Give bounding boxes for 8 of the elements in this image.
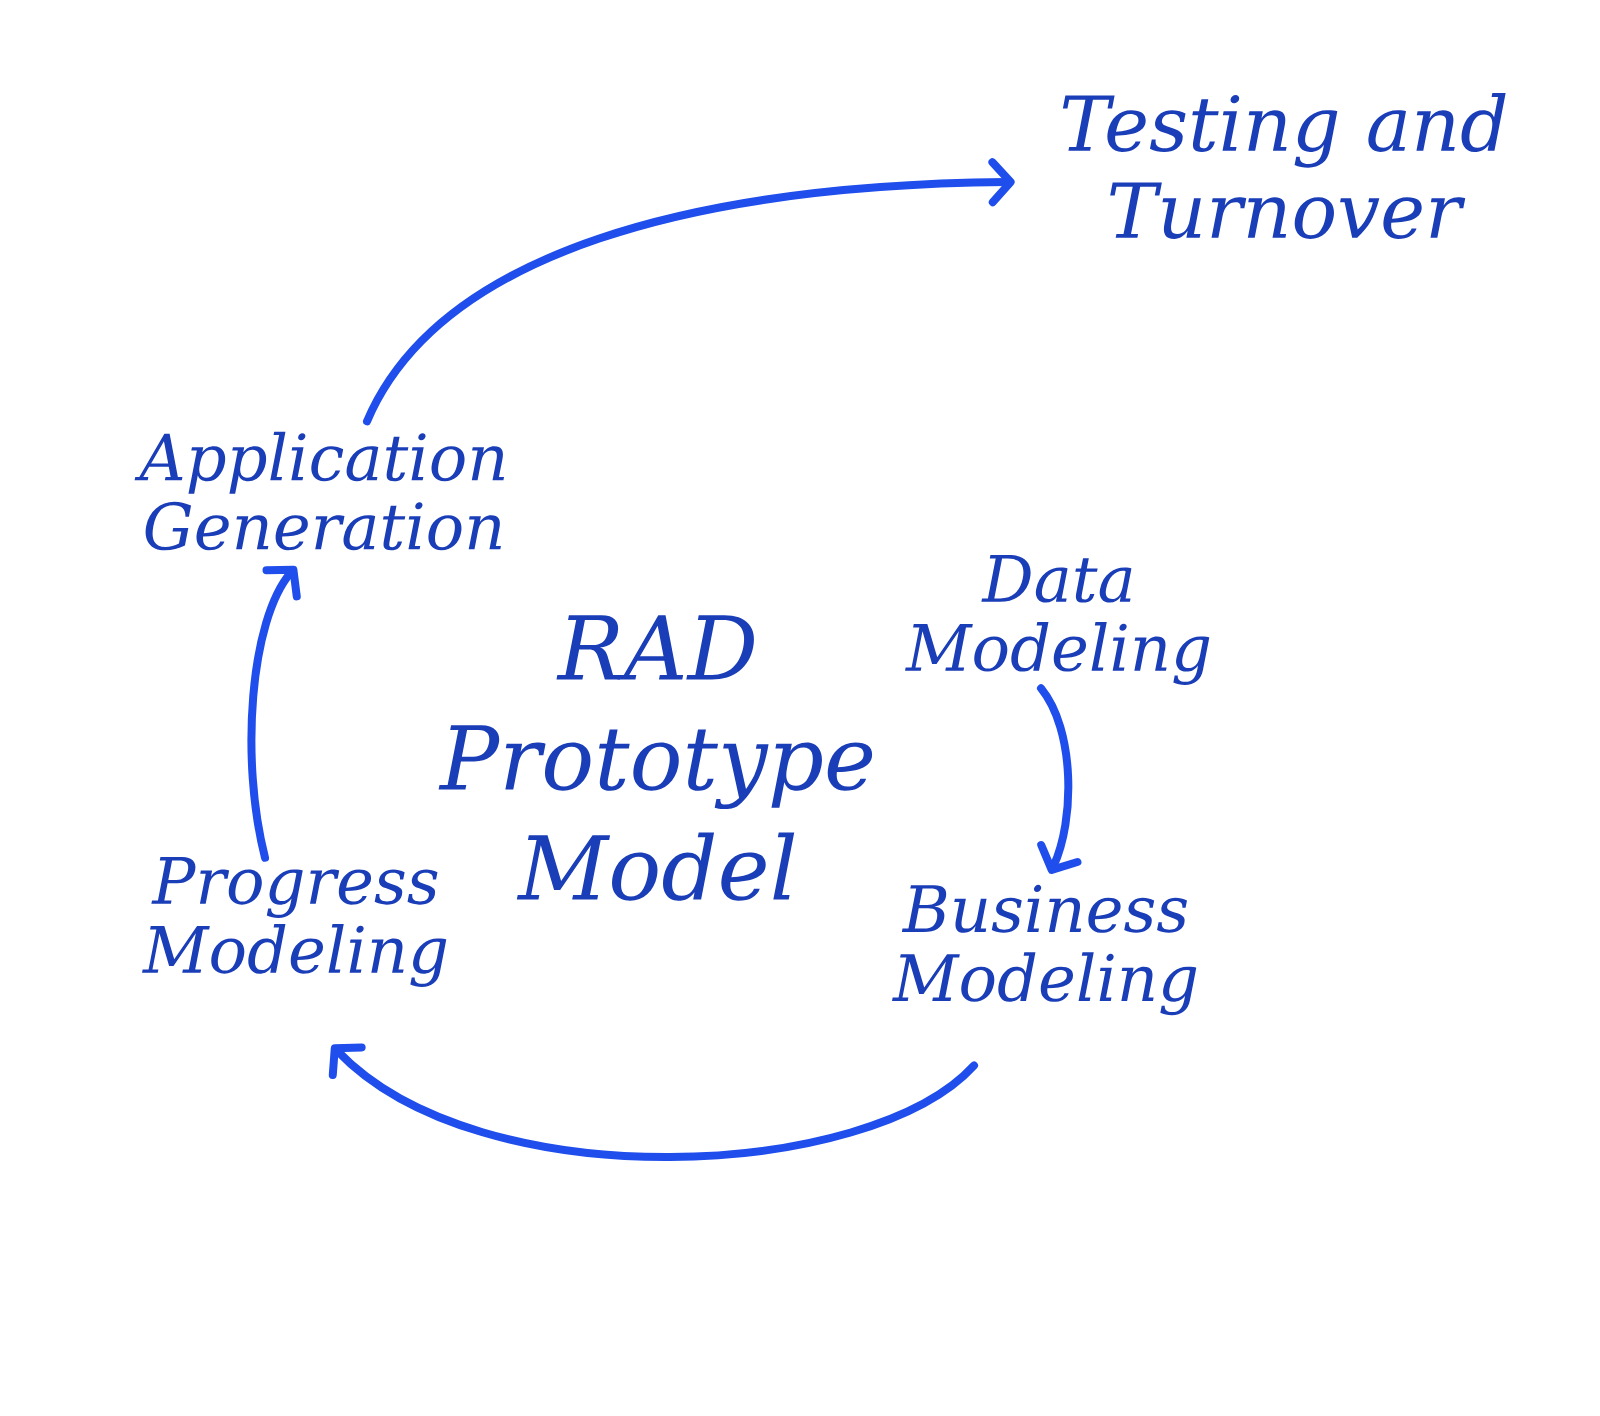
stage-label: Application Generation	[134, 431, 505, 551]
curved-arrow	[247, 565, 301, 862]
curved-arrow	[363, 158, 1015, 426]
stage-label: Data Modeling	[905, 555, 1210, 685]
curved-arrow	[328, 1043, 978, 1162]
curved-arrow	[1037, 684, 1082, 874]
stage-label: Business Modeling	[892, 884, 1197, 1016]
stage-label: Testing and Turnover	[1062, 93, 1506, 239]
